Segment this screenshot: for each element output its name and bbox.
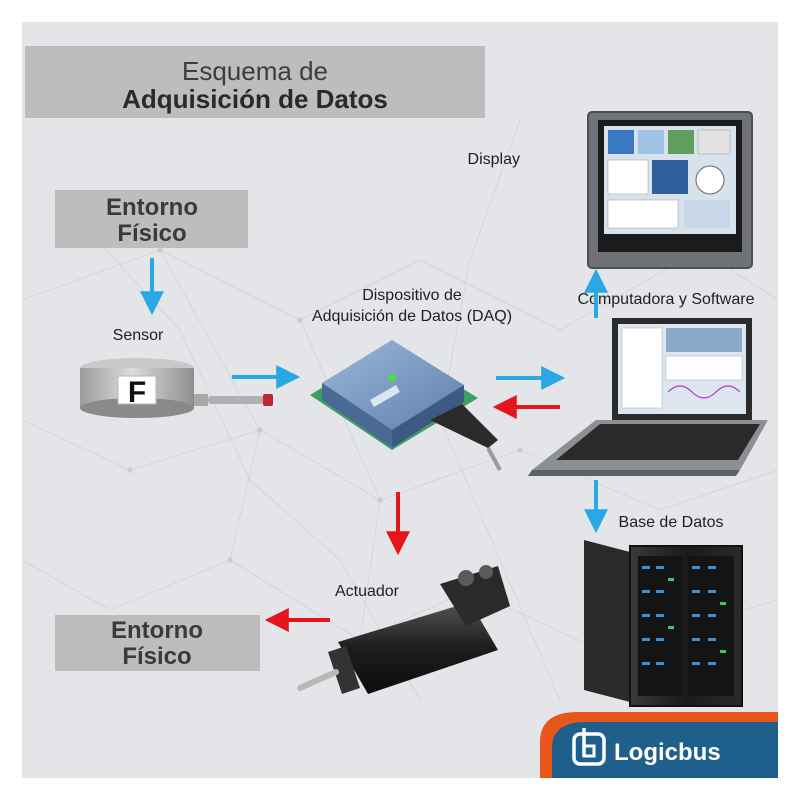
- computer-label: Computadora y Software: [578, 291, 755, 308]
- title-block: Esquema de Adquisición de Datos: [25, 46, 485, 118]
- title-line1: Esquema de: [182, 56, 328, 86]
- environment-bottom-line1: Entorno: [111, 617, 203, 644]
- logicbus-mark-icon: [572, 728, 606, 766]
- server-rack-icon: [584, 540, 743, 707]
- database-label: Base de Datos: [619, 514, 724, 531]
- environment-bottom-node: Entorno Físico: [55, 615, 260, 671]
- flow-arrows: [140, 258, 608, 632]
- sensor-badge: F: [128, 376, 146, 409]
- display-label: Display: [468, 151, 520, 168]
- daq-label-line2: Adquisición de Datos (DAQ): [312, 308, 512, 325]
- load-cell-sensor-icon: F: [80, 358, 273, 418]
- environment-top-line1: Entorno: [106, 194, 198, 221]
- environment-bottom-box: [55, 615, 260, 671]
- sensor-label: Sensor: [113, 327, 164, 344]
- touch-panel-display-icon: [587, 111, 753, 269]
- computer-node: Computadora y Software: [528, 291, 768, 476]
- daq-device-icon: [310, 340, 502, 471]
- logo-blue-band: [552, 722, 778, 778]
- laptop-icon: [528, 318, 768, 476]
- environment-top-node: Entorno Físico: [55, 190, 248, 248]
- title-line2: Adquisición de Datos: [122, 84, 388, 114]
- database-node: Base de Datos: [584, 514, 743, 707]
- environment-bottom-line2: Físico: [122, 643, 191, 670]
- logicbus-logo: Logicbus: [540, 712, 778, 778]
- actuator-label: Actuador: [335, 583, 400, 600]
- actuator-node: Actuador: [297, 565, 510, 694]
- sensor-node: Sensor F: [80, 327, 273, 418]
- title-box: [25, 46, 485, 118]
- display-node: Display: [468, 111, 753, 269]
- linear-actuator-icon: [297, 565, 510, 694]
- brand-name: Logicbus: [614, 739, 721, 766]
- environment-top-line2: Físico: [117, 220, 186, 247]
- environment-top-box: [55, 190, 248, 248]
- daq-node: Dispositivo de Adquisición de Datos (DAQ…: [310, 287, 512, 471]
- daq-label-line1: Dispositivo de: [362, 287, 462, 304]
